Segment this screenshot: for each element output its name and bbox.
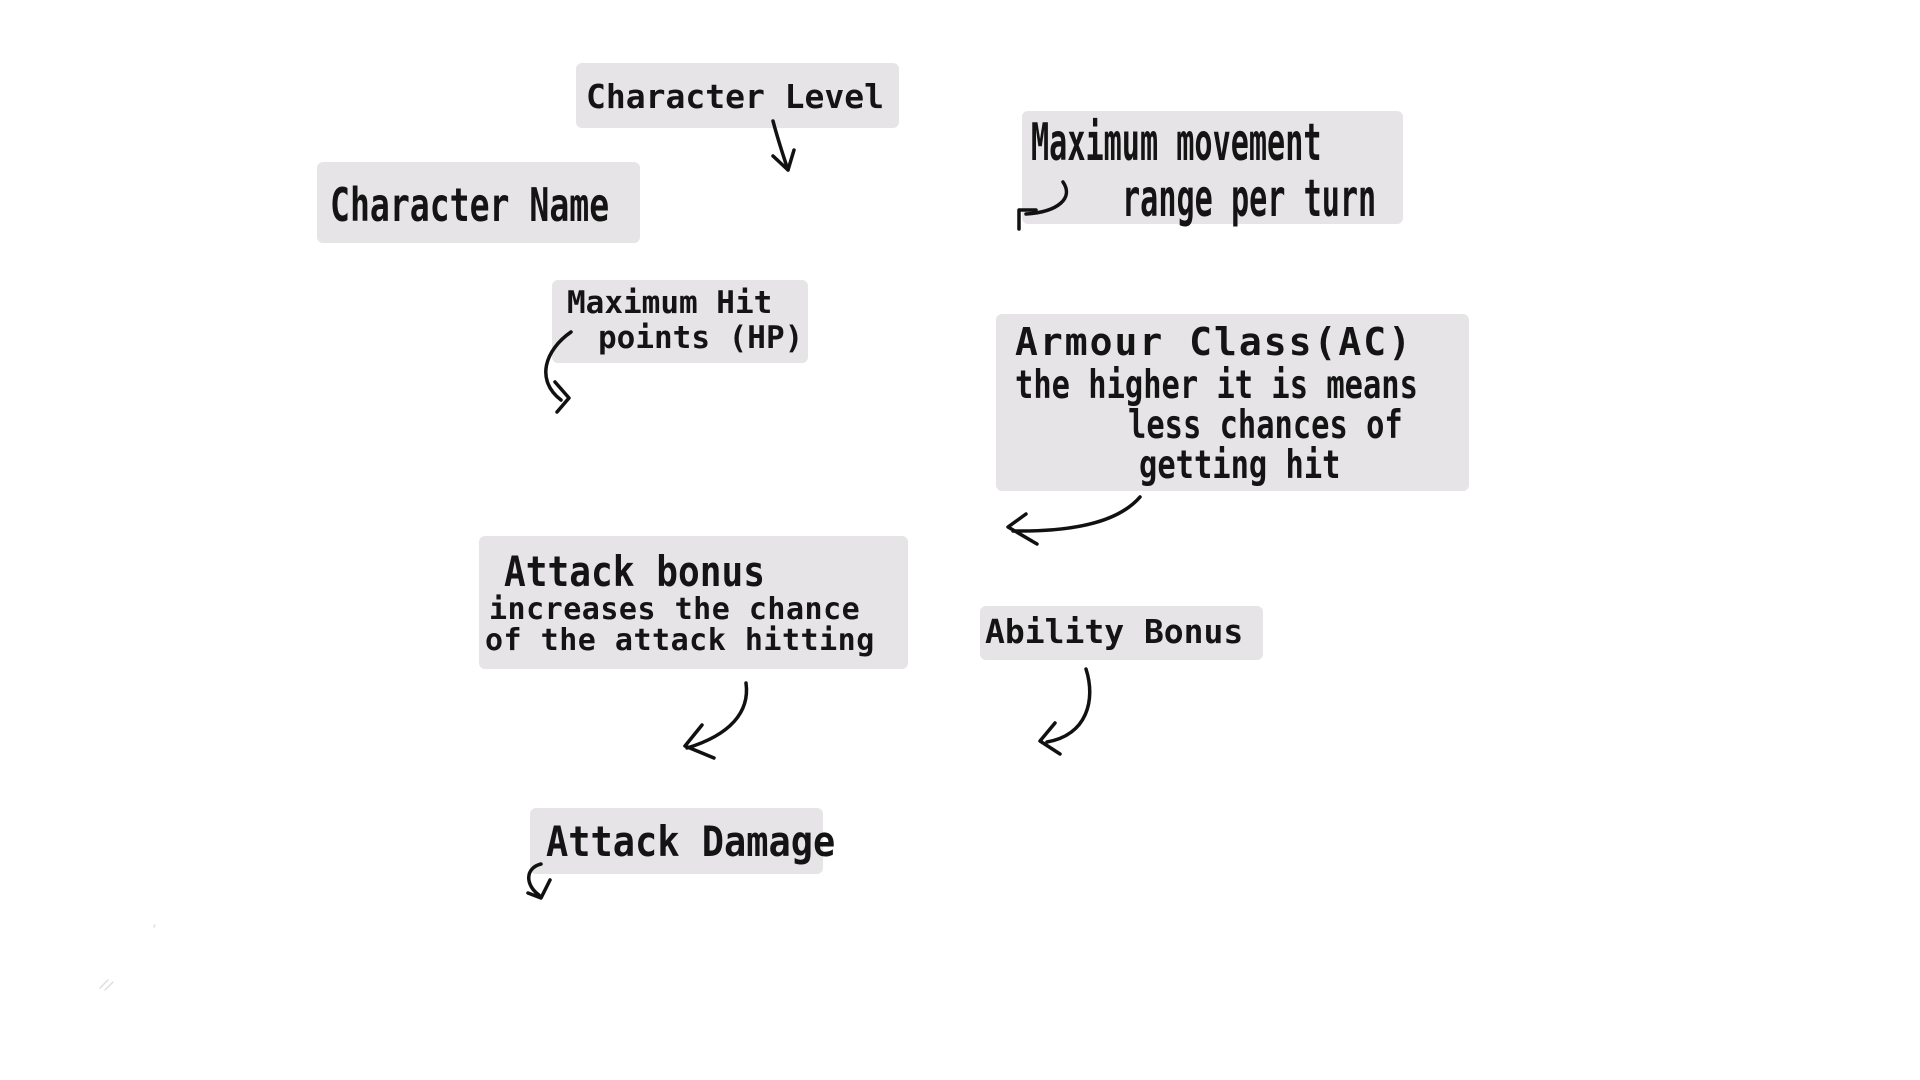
label-max-hp: Maximum Hit points (HP) — [552, 280, 808, 363]
label-ability-bonus: Ability Bonus — [980, 606, 1263, 660]
stray-mark-icon — [99, 979, 114, 991]
label-attack-damage-text: Attack Damage — [546, 817, 836, 866]
arrow-character-level-icon — [771, 119, 796, 172]
label-max-movement-line1: Maximum movement — [1031, 113, 1322, 173]
arrow-armour-class-icon — [1006, 495, 1142, 546]
label-character-name-text: Character Name — [330, 178, 610, 232]
label-armour-class-line3: less chances of — [1128, 403, 1403, 448]
label-armour-class-title: Armour Class(AC) — [1015, 320, 1414, 364]
label-character-name: Character Name — [317, 162, 640, 243]
label-armour-class-line4: getting hit — [1139, 443, 1341, 488]
label-max-hp-line2: points (HP) — [598, 320, 804, 356]
label-attack-bonus: Attack bonus increases the chance of the… — [479, 536, 908, 669]
label-attack-bonus-title: Attack bonus — [504, 547, 765, 596]
label-max-movement: Maximum movement range per turn — [1022, 111, 1403, 229]
label-character-level-text: Character Level — [586, 77, 885, 116]
label-ability-bonus-text: Ability Bonus — [985, 612, 1244, 651]
label-max-hp-line1: Maximum Hit — [567, 285, 773, 321]
label-character-level: Character Level — [576, 63, 899, 128]
label-attack-bonus-line2: increases the chance — [489, 592, 861, 627]
label-attack-damage: Attack Damage — [530, 808, 836, 874]
stray-mark-icon — [153, 924, 156, 928]
label-armour-class: Armour Class(AC) the higher it is means … — [996, 314, 1469, 491]
arrow-attack-bonus-icon — [683, 681, 749, 760]
label-armour-class-line2: the higher it is means — [1015, 363, 1418, 408]
label-max-movement-line2: range per turn — [1122, 169, 1377, 229]
arrow-ability-bonus-icon — [1038, 667, 1092, 756]
label-attack-bonus-line3: of the attack hitting — [485, 623, 875, 658]
